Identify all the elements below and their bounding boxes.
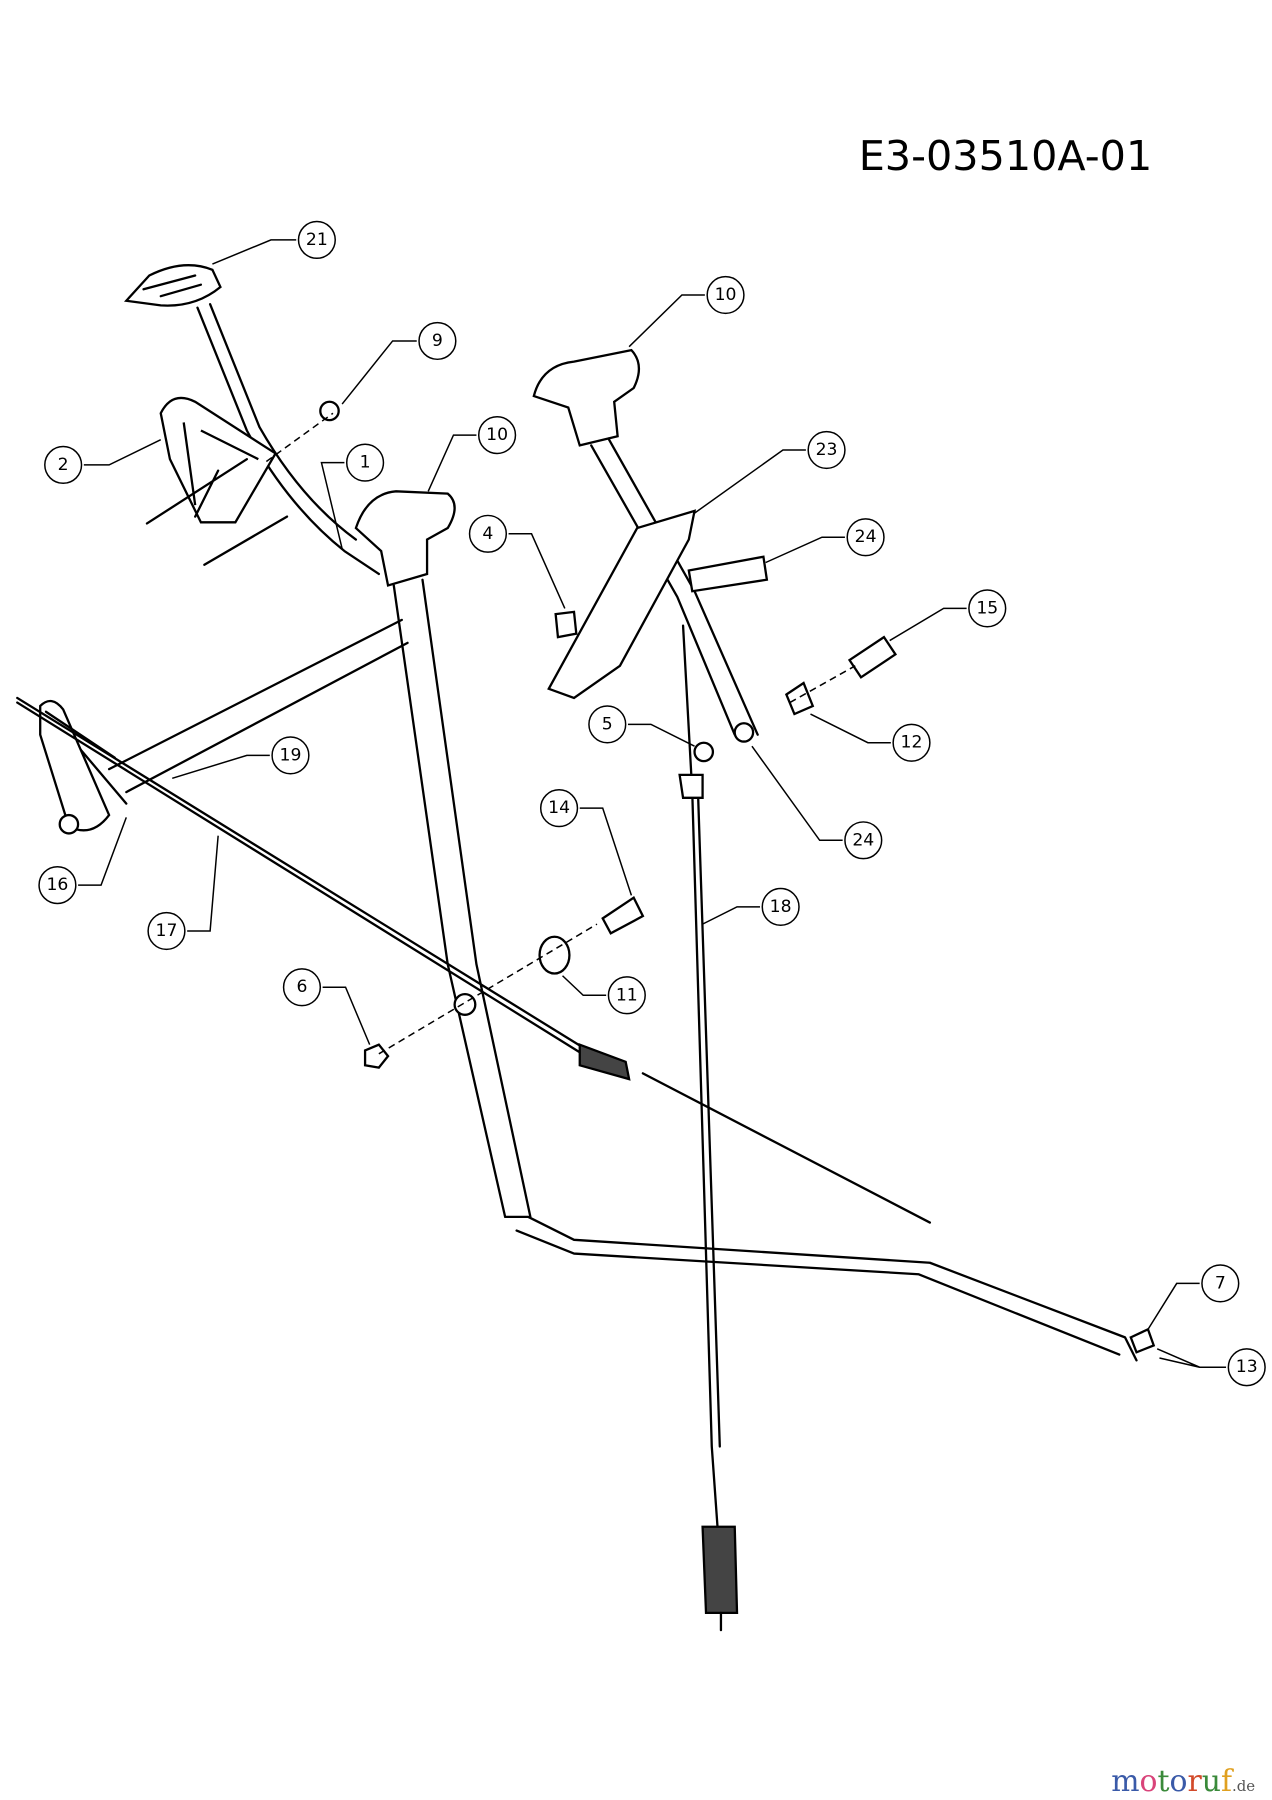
svg-text:19: 19 [280,745,302,765]
part-21-knob [123,264,222,307]
part-19-cable [641,1072,932,1224]
part-16-arm [39,699,111,832]
svg-text:10: 10 [715,285,737,305]
callout-10-left[interactable]: 10 [427,415,517,492]
callout-16[interactable]: 16 [38,817,128,905]
svg-text:7: 7 [1215,1273,1226,1293]
callout-2[interactable]: 2 [44,438,162,485]
svg-text:14: 14 [548,798,570,818]
svg-text:13: 13 [1236,1357,1258,1377]
svg-text:10: 10 [486,425,508,445]
svg-text:1: 1 [360,453,371,473]
diagram-code: E3-03510A-01 [859,132,1153,180]
svg-text:5: 5 [602,714,613,734]
callout-14[interactable]: 14 [539,789,633,896]
part-10-grip-right [532,348,641,447]
callout-7[interactable]: 7 [1147,1264,1240,1330]
callouts: 21 9 2 1 10 10 23 24 4 15 5 12 24 14 19 … [38,220,1266,1387]
callout-9[interactable]: 9 [341,321,457,405]
callout-23[interactable]: 23 [694,430,846,514]
part-7-clip [1129,1327,1156,1354]
svg-text:18: 18 [770,897,792,917]
part-2-bracket [159,396,278,524]
part-9-clip [319,400,340,422]
svg-text:12: 12 [901,733,923,753]
part-14-pin [601,896,645,935]
part-10-grip-left [354,490,456,587]
part-4-bolt [554,610,578,639]
callout-12[interactable]: 12 [810,713,931,762]
callout-19[interactable]: 19 [172,736,310,780]
callout-1[interactable]: 1 [320,443,385,549]
callout-10-right[interactable]: 10 [628,275,745,348]
callout-4[interactable]: 4 [468,514,566,609]
left-lever [392,578,532,1218]
frame [42,618,409,805]
svg-text:17: 17 [156,921,178,941]
callout-11[interactable]: 11 [562,975,646,1015]
watermark-logo: motoruf.de [1111,1764,1255,1799]
parts-drawing [16,264,1156,1632]
callout-18[interactable]: 18 [702,887,800,927]
svg-text:16: 16 [46,875,68,895]
svg-text:23: 23 [816,440,838,460]
part-6-nut [363,1043,390,1069]
callout-13[interactable]: 13 [1156,1348,1266,1387]
svg-text:24: 24 [855,527,877,547]
svg-text:11: 11 [616,985,638,1005]
callout-5[interactable]: 5 [588,705,695,747]
part-5-nut [693,741,715,763]
spring [701,1525,739,1615]
callout-24-top[interactable]: 24 [765,518,885,564]
callout-6[interactable]: 6 [282,968,371,1045]
part-18-cable [681,624,725,1609]
svg-text:6: 6 [296,977,307,997]
callout-21[interactable]: 21 [212,220,336,265]
part-24-pin [687,555,769,593]
callout-15[interactable]: 15 [889,589,1007,642]
part-15-pin [847,635,898,679]
part-23-bracket [547,509,697,700]
part-12-clip [784,681,815,716]
svg-text:2: 2 [58,455,69,475]
callout-17[interactable]: 17 [147,835,219,951]
svg-text:24: 24 [852,830,874,850]
svg-text:4: 4 [482,524,493,544]
part-11-washer [538,935,571,975]
svg-text:15: 15 [976,598,998,618]
svg-text:9: 9 [432,331,443,351]
svg-text:21: 21 [306,230,328,250]
callout-24-bottom[interactable]: 24 [751,745,883,860]
